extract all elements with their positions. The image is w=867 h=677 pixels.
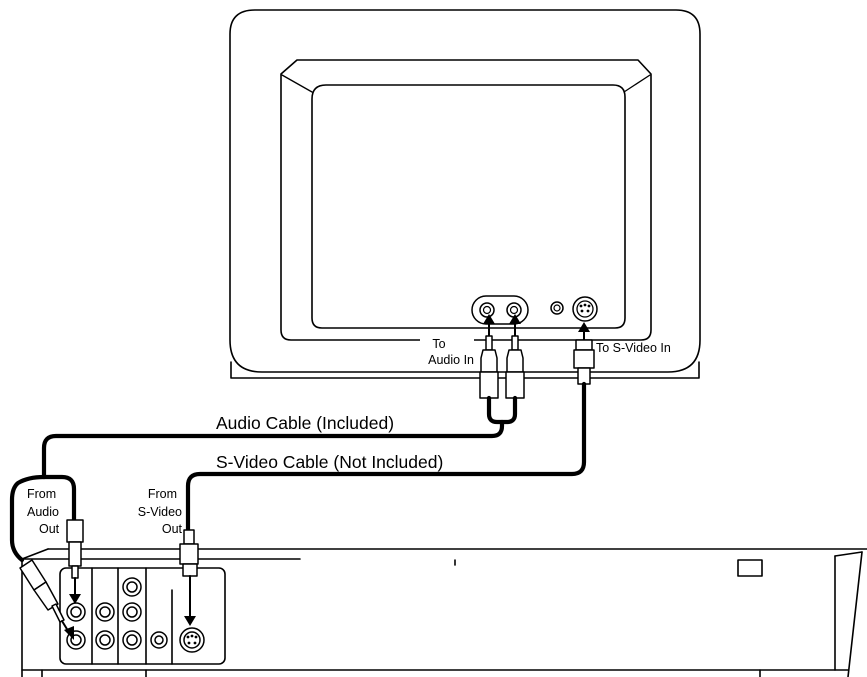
tv-svideo-arrow xyxy=(578,322,590,341)
audio-cable-label: Audio Cable (Included) xyxy=(216,413,395,433)
tv-audio-plugs xyxy=(479,335,525,399)
to-svideo-in-label: To S-Video In xyxy=(596,341,671,355)
player-top-back xyxy=(21,548,49,560)
tv-extra-jack xyxy=(550,301,564,315)
tv-base xyxy=(230,361,700,379)
from-audio-out-label: From Audio Out xyxy=(27,487,60,536)
tv-cabinet xyxy=(229,9,701,373)
dvd-player xyxy=(21,548,867,677)
tv-audio-in-panel xyxy=(471,295,529,325)
tv-bezel-corner xyxy=(623,74,651,93)
player-button xyxy=(737,559,763,577)
player-audio-plug-vertical xyxy=(66,519,84,604)
tv-audio-in-right-jack xyxy=(506,302,522,318)
television xyxy=(229,9,701,379)
tv-bezel-corner xyxy=(281,74,313,93)
svideo-cable-label: S-Video Cable (Not Included) xyxy=(216,452,444,472)
player-audio-plug-diagonal xyxy=(19,559,74,640)
tv-screen xyxy=(311,84,626,329)
player-svideo-out-jack xyxy=(179,627,205,653)
tv-svideo-in-jack xyxy=(572,296,598,322)
tv-svideo-plug xyxy=(573,339,595,385)
svideo-cable xyxy=(185,381,587,533)
audio-cable xyxy=(9,395,518,563)
rear-jacks xyxy=(66,577,205,653)
tv-bezel-outer xyxy=(280,59,652,341)
tv-audio-in-left-jack xyxy=(479,302,495,318)
player-svideo-plug xyxy=(179,529,199,626)
from-svideo-out-label: From S-Video Out xyxy=(137,487,182,536)
to-audio-in-label: To Audio In xyxy=(420,338,474,366)
tv-audio-arrows xyxy=(483,314,521,337)
